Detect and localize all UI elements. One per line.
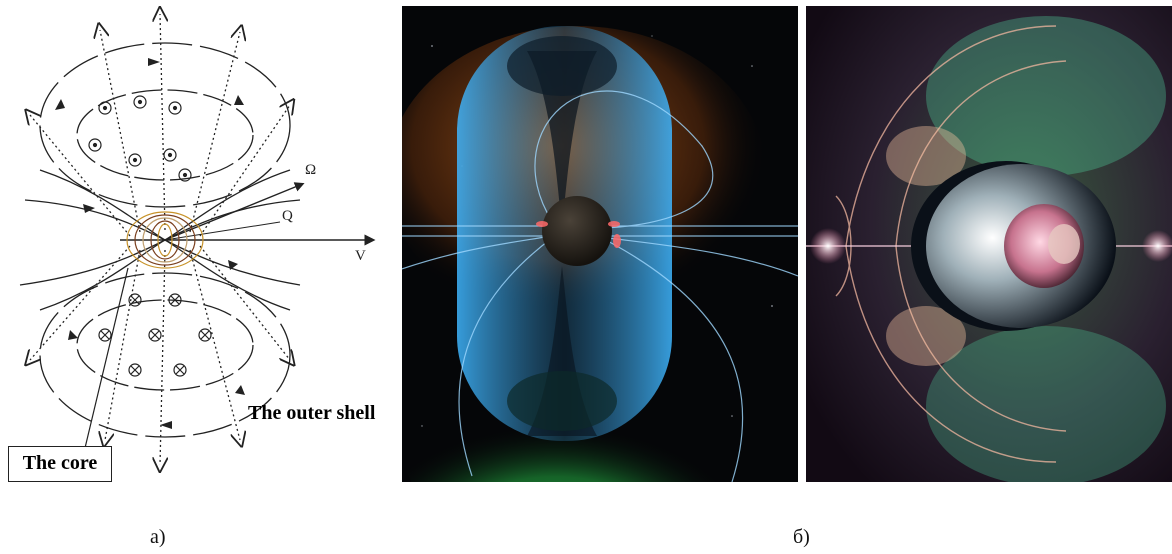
- core-label: The core: [8, 446, 112, 482]
- caption-a: а): [150, 526, 166, 548]
- toroidal-field-image: [381, 6, 799, 554]
- q-symbol: Q: [282, 208, 293, 224]
- fractal-field-image: [806, 6, 1172, 486]
- toroidal-field-svg: [381, 6, 799, 554]
- caption-b: б): [793, 526, 810, 548]
- outer-shell-label: The outer shell: [248, 402, 376, 424]
- fractal-field-svg: [806, 6, 1172, 486]
- field-diagram-a: Ω Q V The outer shell The core: [0, 0, 400, 490]
- omega-symbol: Ω: [305, 162, 317, 178]
- field-lines-svg: [19, 0, 376, 490]
- core-coil: [126, 211, 204, 269]
- v-symbol: V: [355, 248, 366, 264]
